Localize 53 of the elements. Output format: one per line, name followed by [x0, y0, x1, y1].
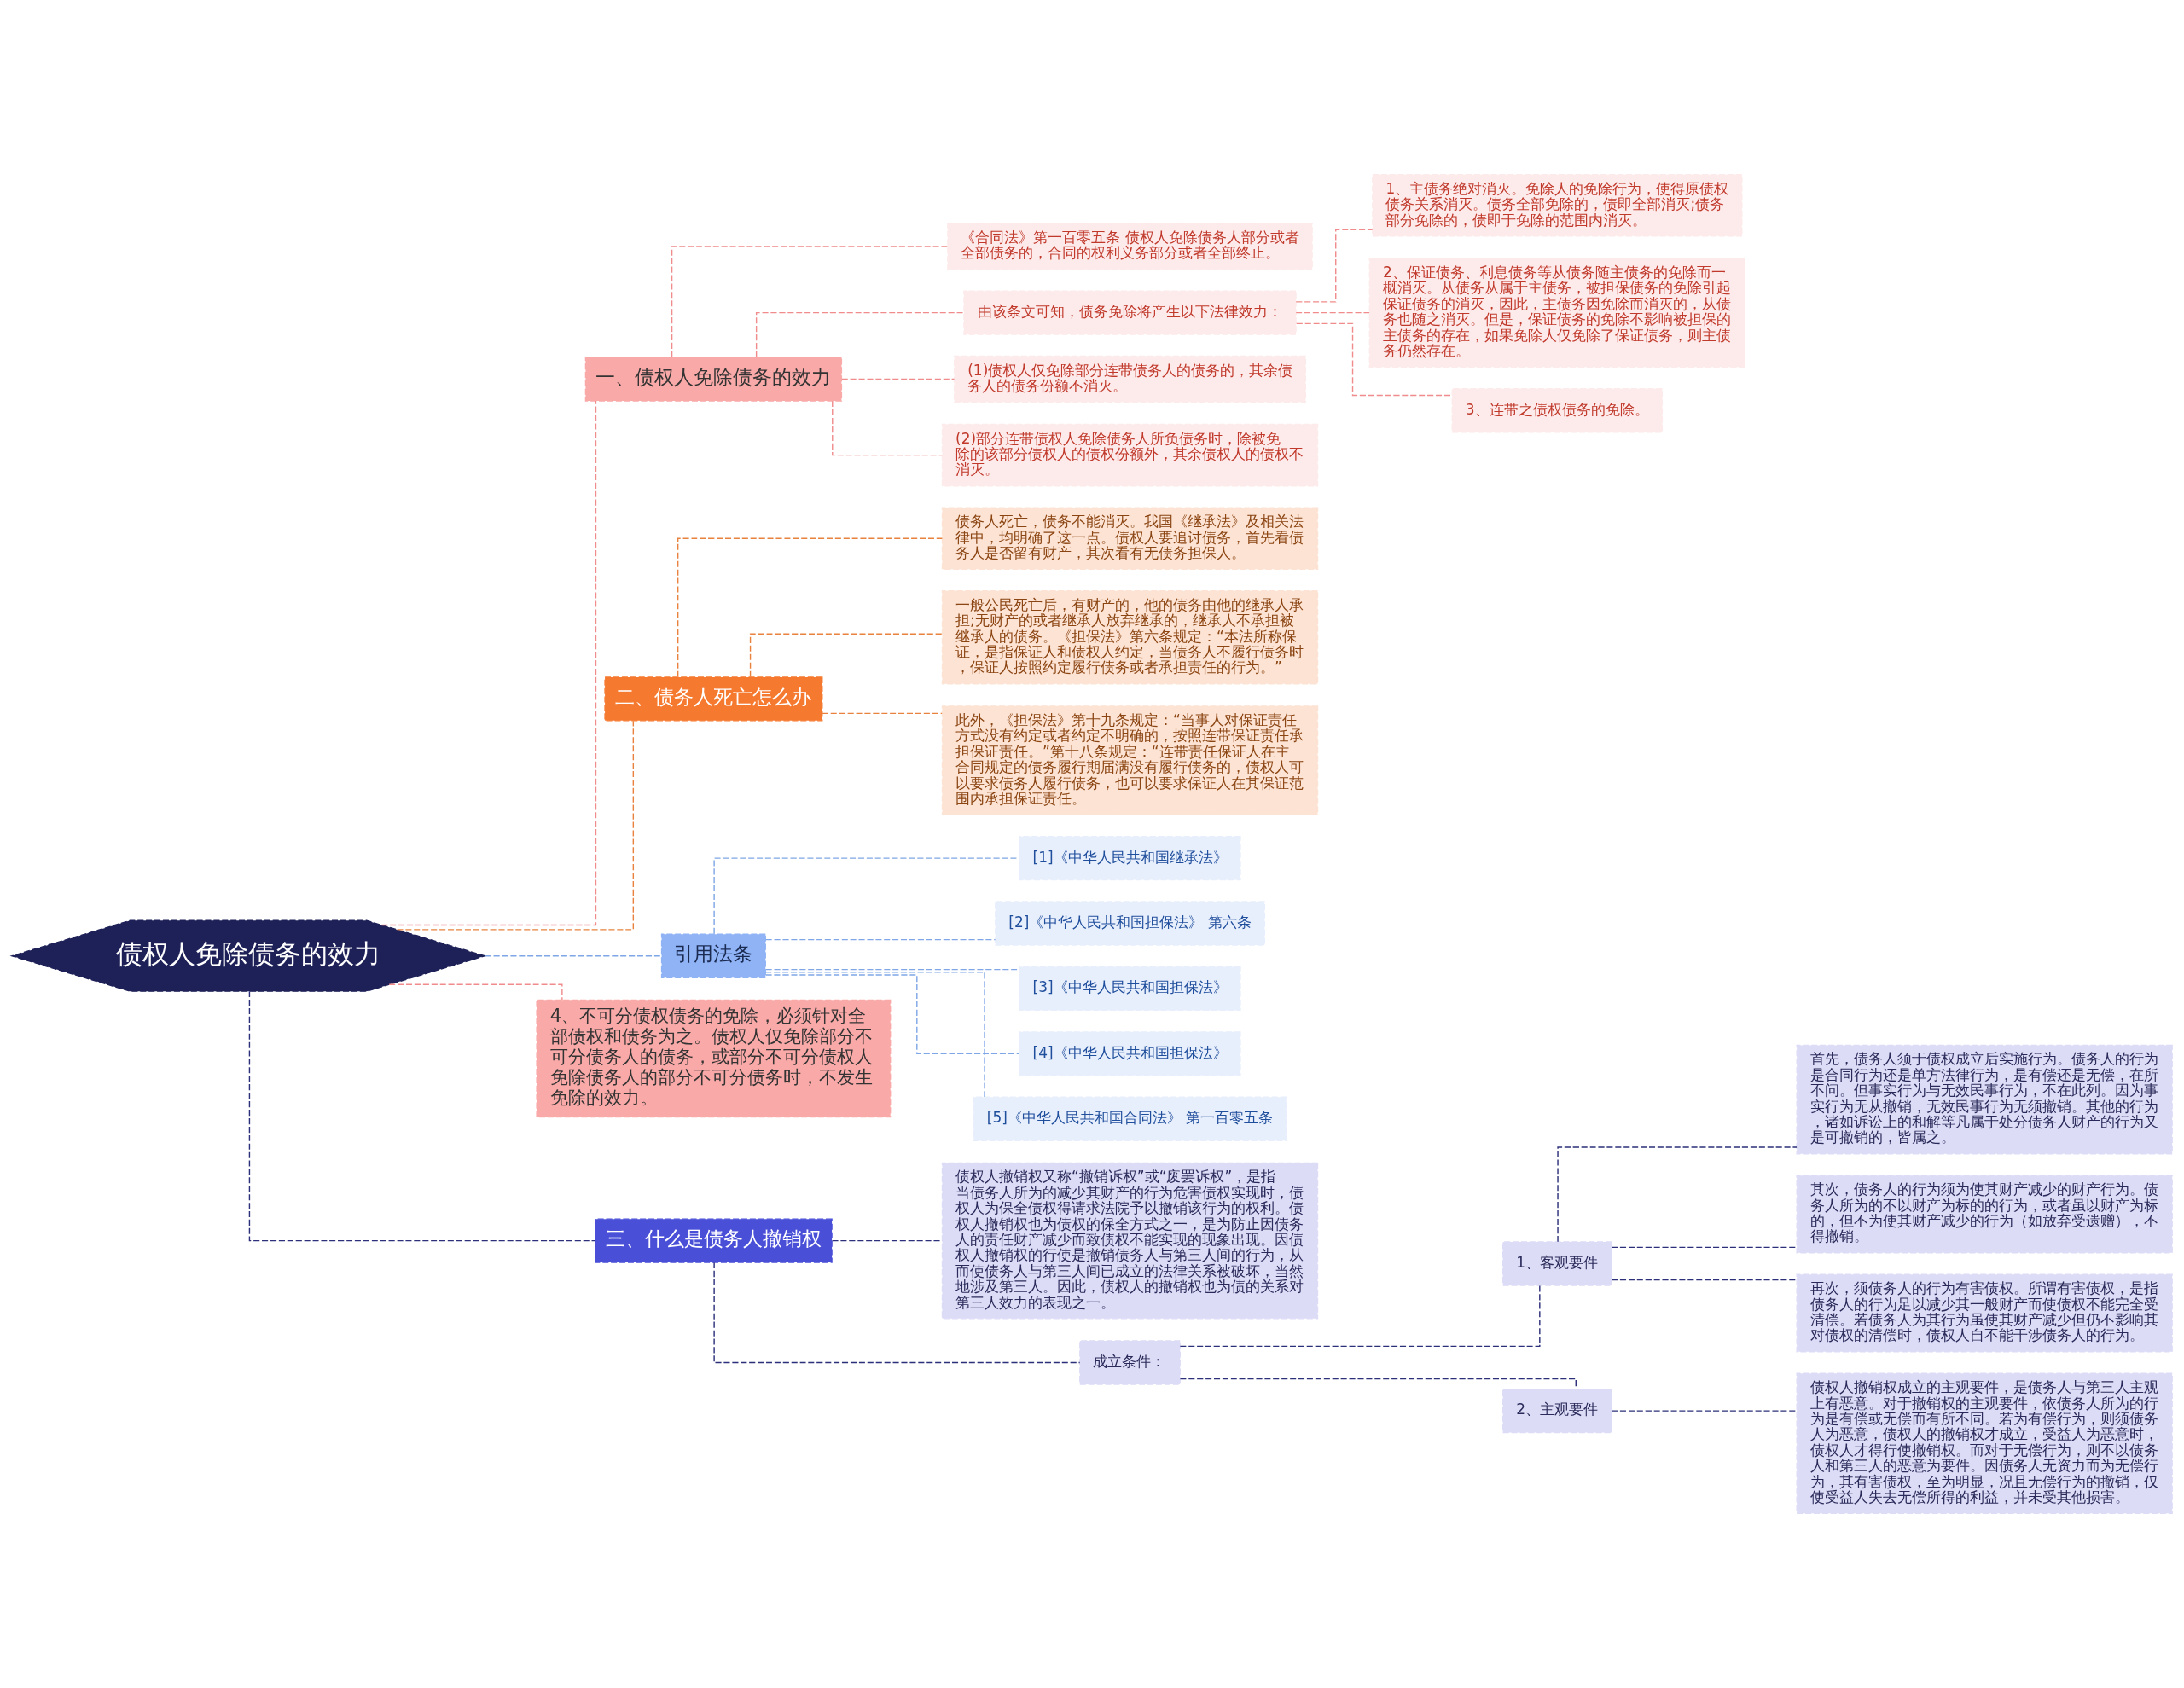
node-box: 成立条件：: [1079, 1340, 1181, 1385]
node-box: 一般公民死亡后，有财产的，他的债务由他的继承人承担;无财产的或者继承人放弃继承的，继承人不承担被继承人的债务。《担保法》第六条规定：“本法所称保证，是指保证人和债权人约定，当债务人不履行债务时，保证人按照约定履行债务或者承担责任的行为。”: [941, 590, 1319, 685]
connector: [1557, 1146, 1798, 1243]
node-box: 债务人死亡，债务不能消灭。我国《继承法》及相关法律中，均明确了这一点。债权人要追讨债务，首先看债务人是否留有财产，其次看有无债务担保人。: [941, 507, 1319, 570]
connector: [755, 311, 965, 358]
connector: [832, 400, 943, 456]
connector: [1611, 1410, 1798, 1412]
node-box: 三、什么是债务人撤销权: [595, 1218, 833, 1263]
connector: [1295, 311, 1370, 314]
connector: [713, 1262, 1081, 1364]
connector: [1295, 322, 1453, 397]
node-box: [3]《中华人民共和国担保法》: [1019, 966, 1241, 1012]
node-box: 《合同法》第一百零五条 债权人免除债务人部分或者全部债务的，合同的权利义务部分或者全部终止。: [947, 223, 1313, 270]
node-box: [2]《中华人民共和国担保法》 第六条: [995, 901, 1265, 946]
connector: [396, 720, 635, 931]
node-box: 2、保证债务、利息债务等从债务随主债务的免除而一概消灭。从债务从属于主债务，被担保债务的免除引起保证债务的消灭，因此，主债务因免除而消灭的，从债务也随之消灭。但是，保证债务的免除不影响被担保的主债务的存在，如果免除人仅免除了保证债务，则主债务仍然存在。: [1368, 258, 1746, 368]
node-box: 二、债务人死亡怎么办: [604, 676, 823, 722]
connector: [380, 400, 597, 926]
connector: [1611, 1246, 1798, 1249]
node-box: 由该条文可知，债务免除将产生以下法律效力：: [963, 290, 1297, 335]
connector: [749, 633, 943, 678]
node-box: 1、主债务绝对消灭。免除人的免除行为，使得原债权债务关系消灭。债务全部免除的，债即全部消灭;债务部分免除的，债即于免除的范围内消灭。: [1372, 173, 1743, 237]
connector: [671, 246, 949, 358]
node-box: 1、客观要件: [1502, 1241, 1612, 1286]
node-box: 再次，须债务人的行为有害债权。所谓有害债权，是指债务人的行为足以减少其一般财产而使债权不能完全受清偿。若债务人为其行为虽使其财产减少但仍不影响其对债权的清偿时，债权人自不能干涉债务人的行为。: [1796, 1273, 2173, 1353]
node-box: (2)部分连带债权人免除债务人所负债务时，除被免除的该部分债权人的债权份额外，其余债权人的债权不消灭。: [941, 423, 1319, 487]
node-box: 一、债权人免除债务的效力: [584, 357, 843, 402]
connector: [484, 955, 662, 957]
node-box: [1]《中华人民共和国继承法》: [1019, 835, 1241, 881]
connector: [765, 974, 1020, 1055]
connector: [1611, 1279, 1798, 1281]
connector: [822, 712, 943, 715]
connector: [388, 983, 563, 1001]
connector: [713, 857, 1020, 935]
node-box: (1)债权人仅免除部分连带债务人的债务的，其余债务人的债务份额不消灭。: [953, 355, 1307, 403]
node-box: 此外，《担保法》第十九条规定：“当事人对保证责任方式没有约定或者约定不明确的，按照连带保证责任承担保证责任。”第十八条规定：“连带责任保证人在主合同规定的债务履行期届满没有履行债务的，债权人可以要求债务人履行债务，也可以要求保证人在其保证范围内承担保证责任。: [941, 705, 1319, 815]
node-box: 债权人撤销权又称“撤销诉权”或“废罢诉权”，是指当债务人所为的减少其财产的行为危害债权实现时，债权人为保全债权得请求法院予以撤销该行为的权利。债权人撤销权也为债权的保全方式之一，是为防止因债务人的责任财产减少而致债权不能实现的现象出现。因债权人撤销权的行使是撤销债务人与第三人间的行为，从而使债务人与第三人间已成立的法律关系被破坏，当然地涉及第三人。因此，债权人的撤销权也为债的关系对第三人效力的表现之一。: [941, 1162, 1319, 1320]
connector: [1179, 1285, 1541, 1348]
node-box: [5]《中华人民共和国合同法》 第一百零五条: [973, 1096, 1287, 1141]
node-box: 首先，债务人须于债权成立后实施行为。债务人的行为是合同行为还是单方法律行为，是有偿还是无偿，在所不问。但事实行为与无效民事行为，不在此列。因为事实行为无从撤销，无效民事行为无须撤销。其他的行为，诸如诉讼上的和解等凡属于处分债务人财产的行为又是可撤销的，皆属之。: [1796, 1044, 2173, 1155]
connector: [764, 972, 985, 1098]
connector: [1295, 229, 1374, 303]
node-box: 其次，债务人的行为须为使其财产减少的财产行为。债务人所为的不以财产为标的的行为，或者虽以财产为标的，但不为使其财产减少的行为（如放弃受遗赠），不得撤销。: [1796, 1175, 2173, 1254]
node-box: 债权人撤销权成立的主观要件，是债务人与第三人主观上有恶意。对于撤销权的主观要件，依债务人所为的行为是有偿或无偿而有所不同。若为有偿行为，则须债务人为恶意，债权人的撤销权才成立，受益人为恶意时，债权人才得行使撤销权。而对于无偿行为，则不以债务人和第三人的恶意为要件。因债务人无资力而为无偿行为，其有害债权，至为明显，况且无偿行为的撤销，仅使受益人失去无偿所得的利益，并未受其他损害。: [1796, 1372, 2173, 1515]
node-box: 2、主观要件: [1502, 1388, 1612, 1434]
node-box: [4]《中华人民共和国担保法》: [1019, 1031, 1241, 1076]
node-box: 3、连带之债权债务的免除。: [1451, 388, 1664, 433]
connector: [677, 537, 944, 678]
connector: [248, 990, 596, 1242]
connector: [841, 378, 956, 380]
connector: [765, 938, 996, 941]
node-box: 4、不可分债权债务的免除，必须针对全部债权和债务为之。债权人仅免除部分不可分债务人的债务，或部分不可分债权人免除债务人的部分不可分债务时，不发生免除的效力。: [536, 999, 892, 1118]
node-box: 引用法条: [660, 933, 766, 978]
